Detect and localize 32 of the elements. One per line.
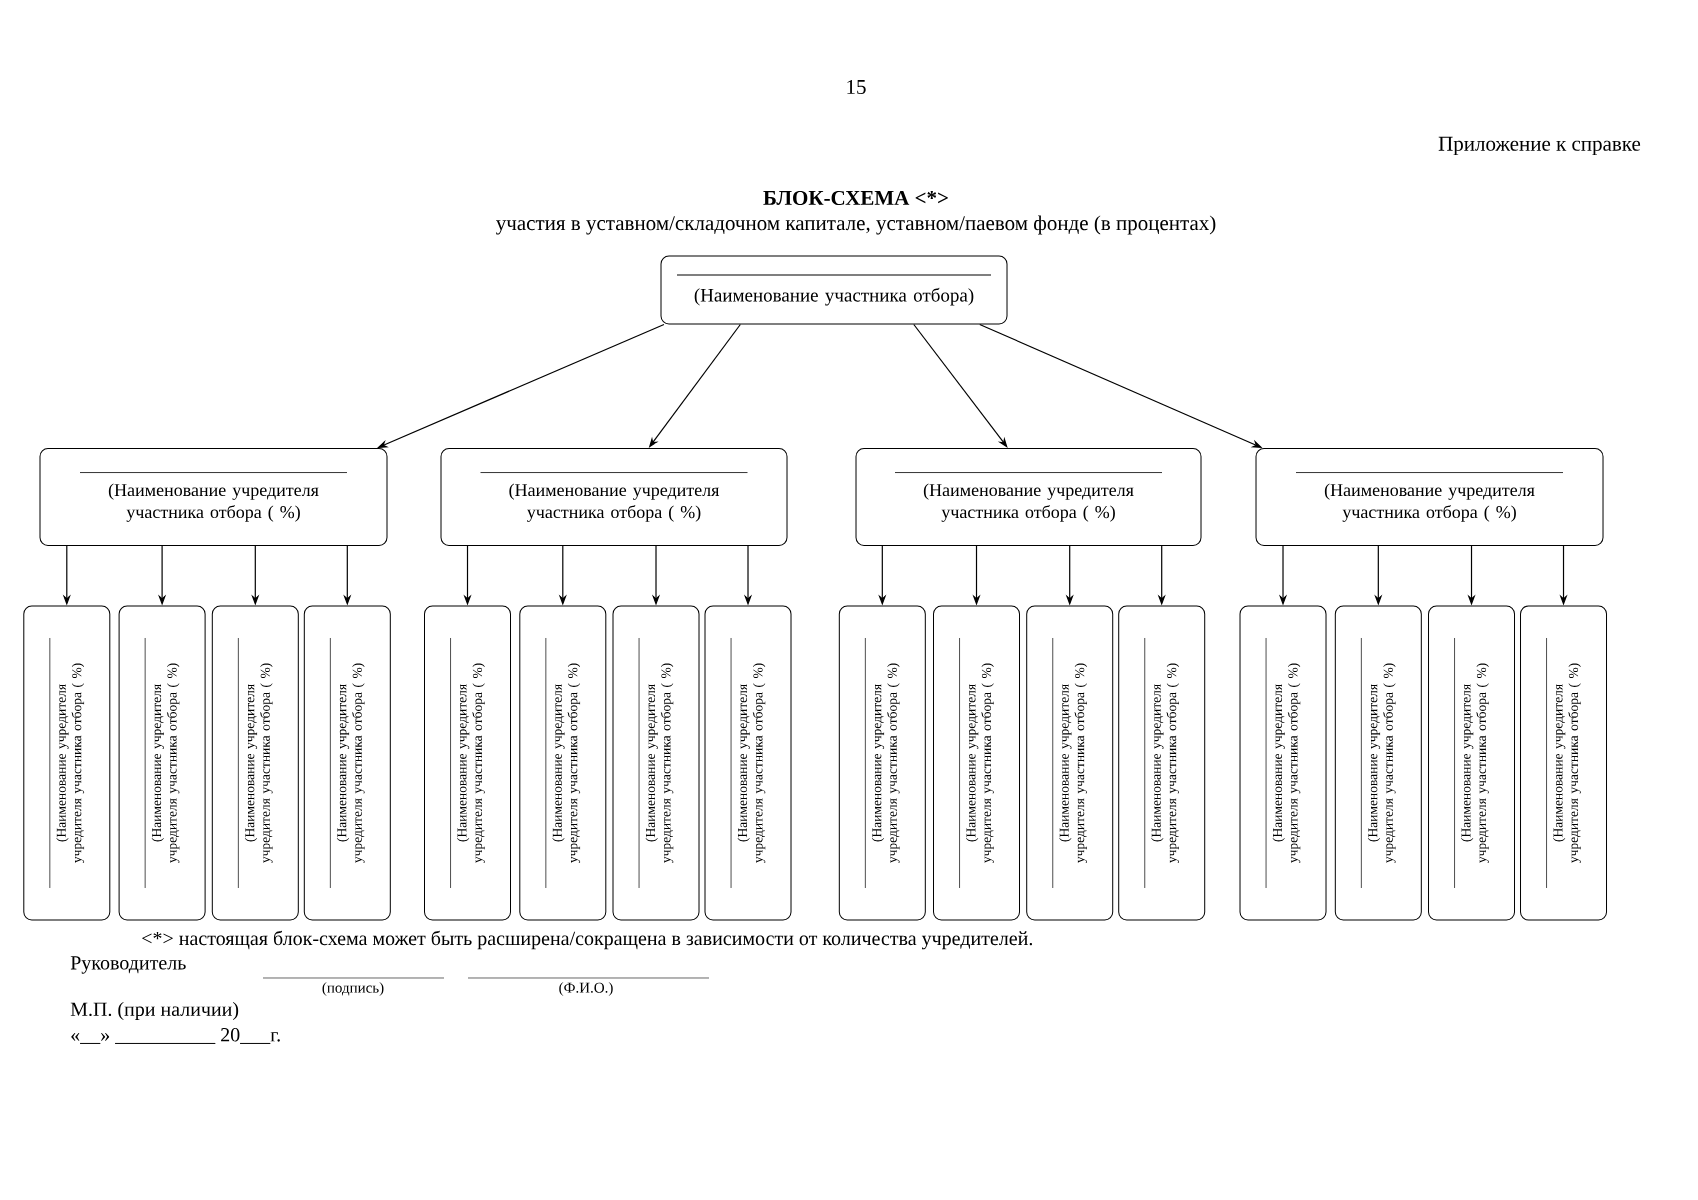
sub-founder-box: (Наименование учредителя учредителя участника отбора ( %) <box>933 605 1020 921</box>
sub-founder-box: (Наименование учредителя учредителя участника отбора ( %) <box>303 605 391 921</box>
sub-founder-box: (Наименование учредителя учредителя участника отбора ( %) <box>1334 605 1422 921</box>
page-number: 15 <box>847 79 866 94</box>
title: БЛОК-СХЕМА <*> <box>763 190 948 206</box>
sub-founder-box: (Наименование учредителя учредителя участника отбора ( %) <box>1026 605 1114 921</box>
founder-box: (Наименование учредителя участника отбора ( %) <box>855 448 1202 546</box>
field-caption: (подпись) <box>322 982 384 996</box>
sub-founder-box: (Наименование учредителя учредителя участника отбора ( %) <box>519 605 607 921</box>
sub-founder-box: (Наименование учредителя учредителя участника отбора ( %) <box>424 605 511 921</box>
participant-box: (Наименование участника отбора) <box>660 255 1008 325</box>
date-line: «__» __________ 20___г. <box>71 1028 280 1044</box>
appendix-note: Приложение к справке <box>1438 136 1641 156</box>
sub-founder-box: (Наименование учредителя учредителя участника отбора ( %) <box>211 605 299 921</box>
sub-founder-box: (Наименование учредителя учредителя участника отбора ( %) <box>704 605 792 921</box>
founder-box: (Наименование учредителя участника отбора ( %) <box>39 448 388 546</box>
arrow <box>913 323 1008 448</box>
sub-founder-box: (Наименование учредителя учредителя участника отбора ( %) <box>838 605 926 921</box>
founder-box: (Наименование учредителя участника отбора ( %) <box>1255 448 1604 546</box>
stamp-note: М.П. (при наличии) <box>70 1001 239 1021</box>
sub-founder-box: (Наименование учредителя учредителя участника отбора ( %) <box>1520 605 1607 921</box>
subtitle: участия в уставном/складочном капитале, уставном/паевом фонде (в процентах) <box>496 215 1216 235</box>
field-caption: (Ф.И.О.) <box>559 982 613 996</box>
footnote: <*> настоящая блок-схема может быть расширена/сокращена в зависимости от количества учредителей. <box>142 930 1033 950</box>
sub-founder-box: (Наименование учредителя учредителя участника отбора ( %) <box>23 605 111 921</box>
sub-founder-box: (Наименование учредителя учредителя участника отбора ( %) <box>612 605 700 921</box>
sub-founder-box: (Наименование учредителя учредителя участника отбора ( %) <box>1118 605 1206 921</box>
sub-founder-box: (Наименование учредителя учредителя участника отбора ( %) <box>1239 605 1327 921</box>
sub-founder-box: (Наименование учредителя учредителя участника отбора ( %) <box>1428 605 1515 921</box>
founder-box: (Наименование учредителя участника отбора ( %) <box>440 448 788 546</box>
signature-label: Руководитель <box>70 956 186 974</box>
sub-founder-box: (Наименование учредителя учредителя участника отбора ( %) <box>118 605 206 921</box>
